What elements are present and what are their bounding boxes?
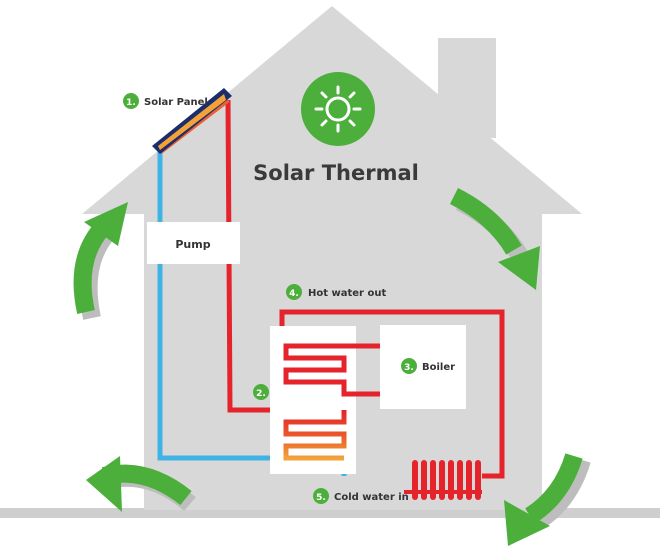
pump-box (147, 222, 240, 264)
diagram-title: Solar Thermal (253, 161, 419, 185)
hot-water-tank (270, 326, 380, 474)
svg-text:5.: 5. (316, 493, 326, 503)
ground-line (0, 508, 660, 518)
circular-arrow-icon (73, 187, 591, 546)
label-tank: 2. (253, 384, 269, 400)
svg-text:Cold water in: Cold water in (334, 492, 409, 503)
label-hot-water-out: 4. Hot water out (286, 284, 386, 300)
boiler-box (380, 325, 466, 409)
svg-text:Solar Panel: Solar Panel (144, 97, 208, 108)
label-cold-water-in: 5. Cold water in (313, 488, 409, 504)
svg-text:1.: 1. (126, 98, 136, 108)
radiator-icon (404, 460, 482, 500)
label-solar-panel: 1. Solar Panel (123, 93, 208, 109)
label-boiler: 3. Boiler (401, 358, 455, 374)
svg-text:4.: 4. (289, 289, 299, 299)
sun-icon (301, 72, 375, 146)
svg-text:Hot water out: Hot water out (308, 288, 386, 299)
svg-text:3.: 3. (404, 363, 414, 373)
svg-text:2.: 2. (256, 389, 266, 399)
svg-text:Boiler: Boiler (422, 362, 455, 373)
pump-label: Pump (175, 238, 210, 251)
solar-panel (152, 88, 232, 154)
